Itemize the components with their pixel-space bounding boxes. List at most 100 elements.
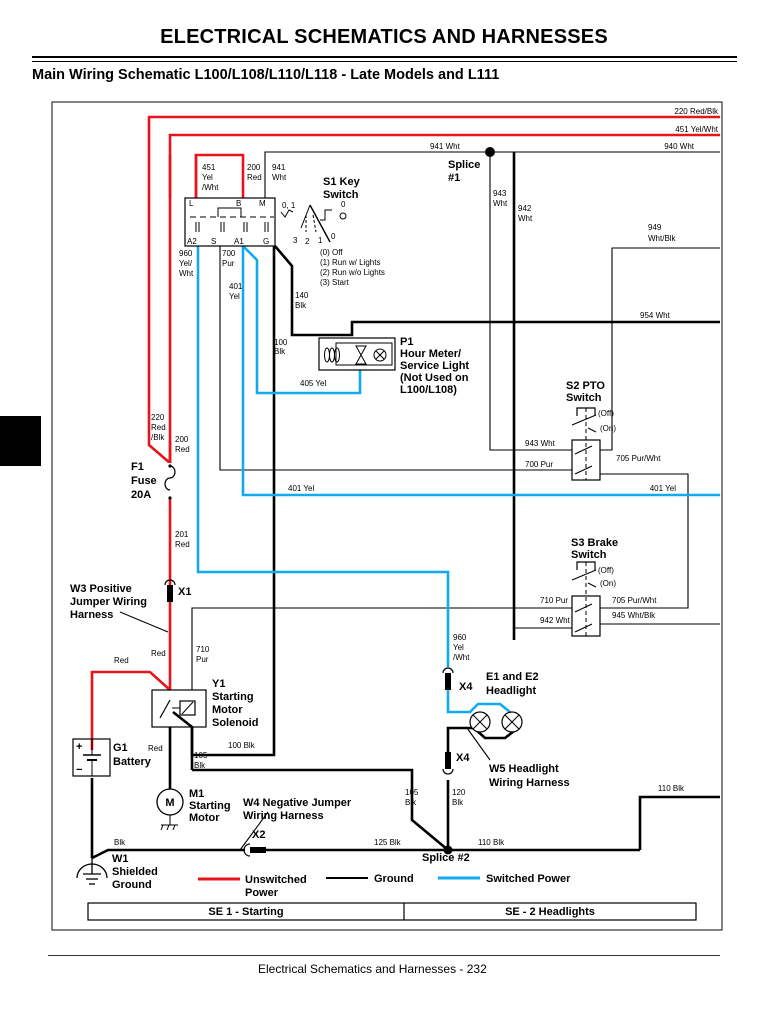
f1-label: F1 — [131, 461, 144, 473]
label-k401: 401 — [229, 282, 243, 291]
s3-label2: Switch — [571, 549, 607, 561]
hour-meter-p1 — [318, 337, 396, 371]
s1-pos-0: 0 — [341, 200, 346, 209]
wire-401-yel — [241, 246, 720, 497]
wire-headlight-ground — [446, 726, 519, 760]
w5-label: W5 Headlight — [489, 763, 559, 775]
label-f220c: /Blk — [151, 433, 165, 442]
m1-label: M1 — [189, 788, 204, 800]
shielded-ground-w1 — [76, 858, 108, 885]
unswitched-power-wires — [90, 115, 720, 750]
p1-label5: L100/L108) — [400, 384, 457, 396]
wire-110-blk-right — [638, 795, 720, 850]
section-se2: SE - 2 Headlights — [505, 906, 595, 918]
signal-wires — [119, 151, 720, 851]
w1-label: W1 — [112, 853, 129, 865]
y1-label: Y1 — [212, 678, 225, 690]
s1-legend-3: (3) Start — [320, 278, 350, 287]
label-100: 100 — [274, 338, 288, 347]
w4-leader — [239, 811, 269, 851]
legend-switched: Switched Power — [486, 873, 571, 885]
label-f200: 200 — [175, 435, 189, 444]
term-M: M — [259, 199, 266, 208]
label-h960: 960 — [453, 633, 467, 642]
label-f220b: Red — [151, 423, 166, 432]
s3-label: S3 Brake — [571, 537, 618, 549]
s2-off: (Off) — [598, 409, 614, 418]
wire-941-940-wht — [264, 151, 720, 198]
component-labels: S1 Key Switch L B M A2 S A1 G 0, 1 0 3 2… — [70, 159, 618, 891]
wire-405-yel — [242, 245, 362, 395]
s1-tick-1: 1 — [318, 236, 323, 245]
connector-x1 — [164, 579, 176, 602]
label-y105: 105 — [194, 751, 208, 760]
wire-105-to-splice — [192, 768, 449, 851]
label-949: 949 — [648, 223, 662, 232]
wire-943-wht — [489, 152, 572, 451]
wire-949-wht-blk — [600, 247, 720, 451]
label-k700: 700 — [222, 249, 236, 258]
label-k451: 451 — [202, 163, 216, 172]
s2-on: (On) — [600, 424, 616, 433]
p1-label: P1 — [400, 336, 413, 348]
x2-label: X2 — [252, 829, 265, 841]
label-k200b: Red — [247, 173, 262, 182]
x4-lower-label: X4 — [456, 752, 470, 764]
title-rule-thin — [32, 61, 737, 62]
title-rule-thick — [32, 56, 737, 58]
footer-rule — [48, 955, 720, 956]
s1-title: S1 Key — [323, 176, 361, 188]
w5-leader — [466, 727, 491, 761]
label-y710: 710 — [196, 645, 210, 654]
x1-label: X1 — [178, 586, 191, 598]
splice-2-dot — [443, 845, 453, 855]
label-br-705: 705 Pur/Wht — [612, 596, 657, 605]
legend-ground: Ground — [374, 873, 414, 885]
wire-960-headlight — [446, 690, 511, 714]
battery-g1 — [72, 738, 111, 777]
wire-710-pur — [191, 607, 572, 690]
w3-label3: Harness — [70, 609, 113, 621]
label-red-a: Red — [151, 649, 166, 658]
label-201b: Red — [175, 540, 190, 549]
label-451: 451 Yel/Wht — [675, 125, 718, 134]
label-f220: 220 — [151, 413, 165, 422]
p1-label3: Service Light — [400, 360, 469, 372]
label-942: 942 — [518, 204, 532, 213]
label-401-right: 401 Yel — [650, 484, 676, 493]
f1-label2: Fuse — [131, 475, 157, 487]
schematic-subtitle: Main Wiring Schematic L100/L108/L110/L11… — [32, 67, 500, 83]
label-k960: 960 — [179, 249, 193, 258]
s1-tick-2: 2 — [305, 237, 310, 246]
connector-x4-lower — [442, 752, 454, 775]
wire-700-pur — [219, 246, 572, 471]
w4-label2: Wiring Harness — [243, 810, 324, 822]
term-G: G — [263, 237, 269, 246]
splice1-label2: #1 — [448, 172, 460, 184]
label-201: 201 — [175, 530, 189, 539]
w3-leader — [119, 611, 169, 633]
f1-label3: 20A — [131, 489, 151, 501]
label-k451c: /Wht — [202, 183, 219, 192]
label-k700b: Pur — [222, 259, 235, 268]
p1-label2: Hour Meter/ — [400, 348, 461, 360]
wire-705-pur-wht — [600, 473, 689, 609]
section-thumb-tab — [0, 416, 41, 466]
label-s105: 105 — [405, 788, 419, 797]
label-k451b: Yel — [202, 173, 213, 182]
s3-off: (Off) — [598, 566, 614, 575]
label-943b: Wht — [493, 199, 508, 208]
s2-label: S2 PTO — [566, 380, 605, 392]
label-401-left: 401 Yel — [288, 484, 314, 493]
w3-label: W3 Positive — [70, 583, 132, 595]
pto-switch-s2 — [571, 407, 601, 481]
battery-minus: − — [76, 764, 82, 776]
label-h960c: /Wht — [453, 653, 470, 662]
s1-legend-1: (1) Run w/ Lights — [320, 258, 380, 267]
s1-tick-3: 3 — [293, 236, 298, 245]
term-L: L — [189, 199, 194, 208]
key-switch-s1 — [184, 197, 347, 247]
schematic-frame — [51, 101, 723, 931]
wire-140-blk — [274, 245, 720, 337]
